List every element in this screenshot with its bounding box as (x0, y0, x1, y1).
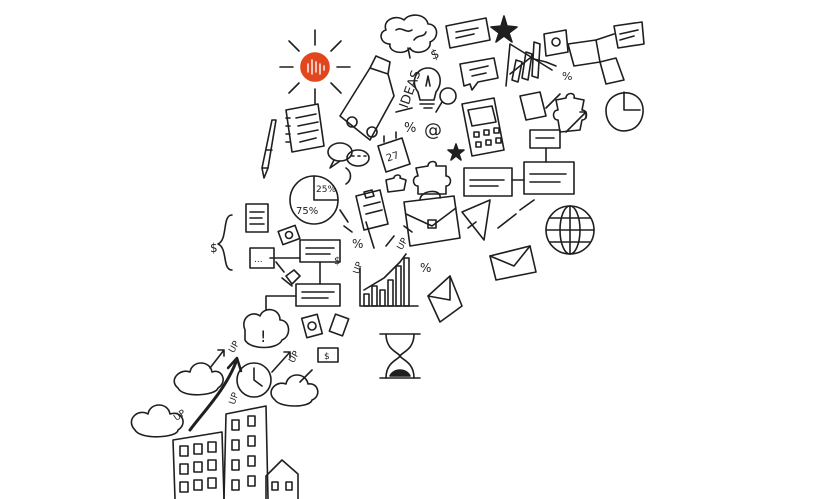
dollar-sign: $ (210, 241, 218, 255)
globe-icon (545, 205, 595, 255)
lightbulb-icon (413, 67, 441, 109)
pushpin-icon (281, 269, 301, 287)
calendar-icon: 27 (377, 131, 411, 173)
svg-text:%: % (352, 237, 363, 251)
bar-chart-icon-2 (505, 41, 557, 87)
at-sign: @ (424, 120, 442, 141)
note-card (445, 17, 499, 91)
exclamation-mark: ! (260, 327, 266, 346)
star-icon (490, 15, 518, 43)
growth-arrow (188, 360, 238, 432)
up-label-3: UP (227, 339, 242, 355)
calculator-icon (461, 97, 505, 157)
building-icon (172, 405, 299, 499)
clipboard-icon (355, 189, 389, 231)
briefcase-icon (403, 190, 461, 247)
cloud-icon (130, 308, 319, 438)
hourglass-icon (379, 333, 421, 379)
svg-text:$: $ (324, 352, 330, 362)
speech-bubble-icon (327, 142, 370, 169)
pen-icon (261, 119, 277, 179)
dollar-sign: $ (429, 47, 442, 64)
up-label-1: UP (172, 408, 188, 423)
calendar-day: 27 (385, 150, 401, 164)
bar-chart-icon (359, 253, 419, 307)
note-card-right (519, 21, 645, 121)
percent-sign: % (404, 121, 416, 136)
svg-text:%: % (420, 261, 431, 275)
money-bill-icon: $ (277, 224, 350, 363)
up-label-5: UP (352, 260, 366, 275)
pie-chart-icon-2 (605, 91, 644, 132)
svg-text:...: ... (254, 255, 263, 265)
brain-icon (380, 14, 438, 59)
up-label-2: UP (228, 391, 242, 406)
flowchart-right (461, 129, 575, 241)
svg-text:%: % (562, 70, 572, 83)
pie-percent-b: 75% (296, 206, 318, 217)
pie-chart-icon: 25% 75% (289, 175, 339, 225)
flowchart: ... (217, 203, 341, 311)
pie-percent-a: 25% (316, 185, 336, 195)
star-icon-small (447, 143, 465, 161)
envelope-icon (427, 245, 537, 323)
svg-text:$: $ (334, 256, 340, 267)
magnifier-icon (435, 87, 457, 113)
clock-icon (236, 362, 272, 398)
printer-icon (339, 55, 395, 141)
sun-icon (279, 29, 351, 105)
notepad-icon (285, 103, 325, 153)
